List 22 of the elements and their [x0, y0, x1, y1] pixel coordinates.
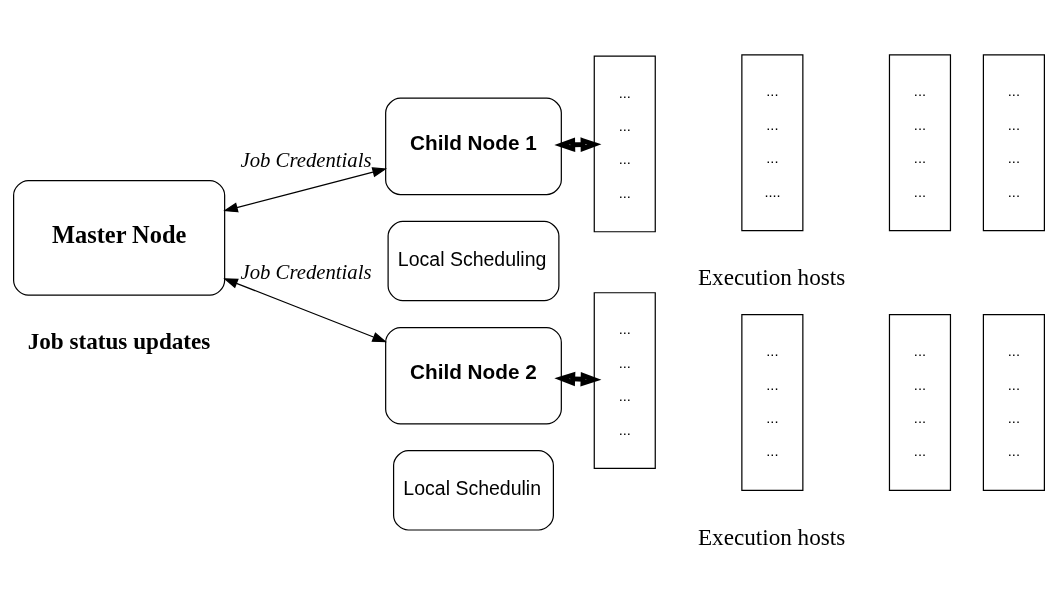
node-box: ... ... ... ... — [888, 54, 952, 232]
label: Execution hosts — [697, 523, 846, 550]
arrow — [223, 278, 387, 343]
label: Job status updates — [27, 327, 211, 354]
node-box: Local Scheduling — [387, 220, 560, 302]
arrow — [554, 371, 602, 387]
node-box: Local Schedulin — [393, 450, 554, 531]
node-box: ... ... ... ... — [982, 314, 1045, 491]
node-box: ... ... ... ... — [593, 55, 656, 233]
node-box: Child Node 2 — [385, 326, 562, 425]
node-box: ... ... ... ... — [593, 292, 656, 470]
node-box: ... ... ... ... — [982, 54, 1045, 232]
node-box: ... ... ... ... — [741, 314, 804, 491]
edge-label: Job Credentials — [240, 148, 372, 171]
edge-label: Job Credentials — [240, 260, 372, 283]
node-box: ... ... ... .... — [741, 54, 804, 232]
node-box: Master Node — [13, 179, 226, 296]
arrow — [554, 137, 602, 152]
node-box: Child Node 1 — [385, 97, 562, 196]
label: Execution hosts — [697, 264, 846, 291]
node-box: ... ... ... ... — [888, 314, 952, 491]
arrow — [223, 167, 387, 213]
